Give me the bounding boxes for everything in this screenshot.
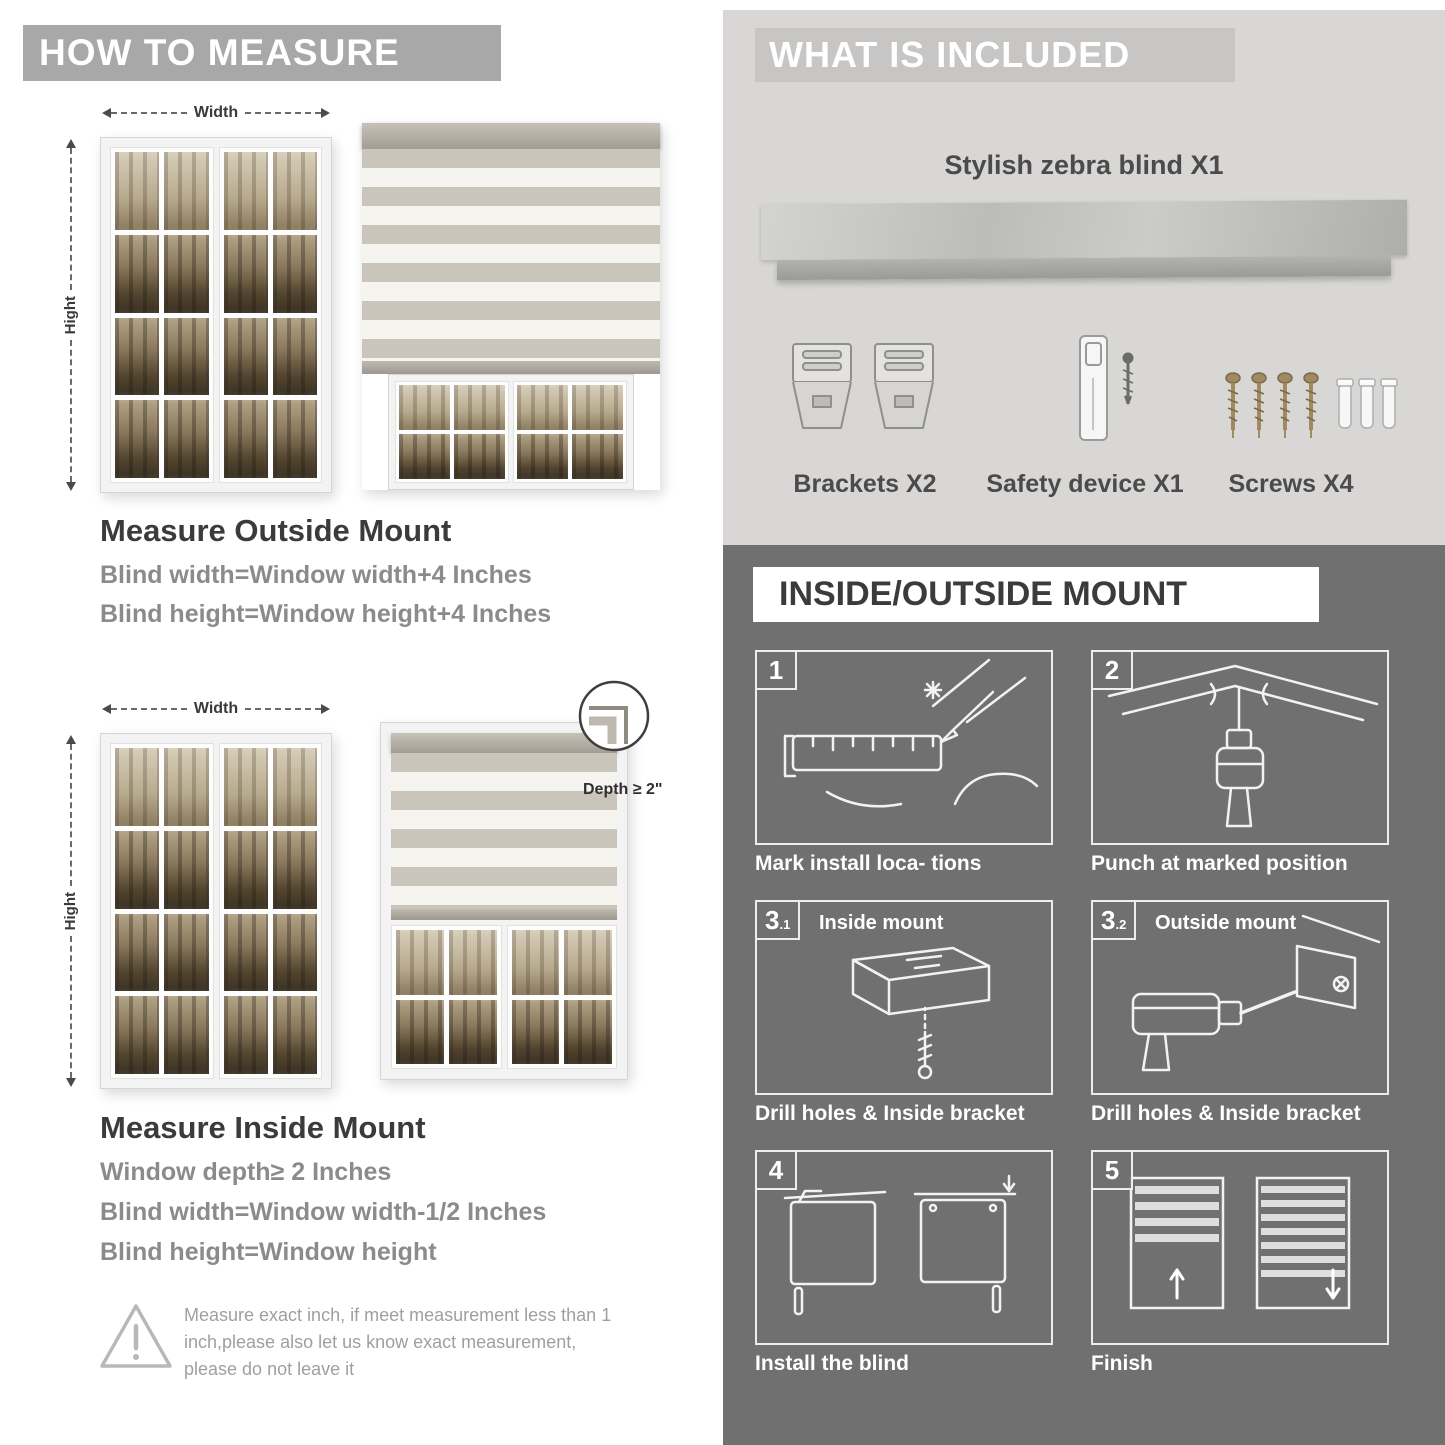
window-photo-inside (100, 733, 332, 1089)
step-5-caption: Finish (1091, 1352, 1153, 1375)
step-2-illustration (1107, 664, 1379, 828)
arrow-left-icon (102, 704, 111, 714)
blind-headrail (362, 123, 660, 149)
width-arrow-inside: Width (102, 700, 330, 718)
zebra-blind-outside-photo (362, 123, 660, 490)
screws-label: Screws X4 (1228, 470, 1354, 498)
how-to-measure-banner: HOW TO MEASURE (23, 25, 501, 81)
step-panel-4: 4 (755, 1150, 1053, 1345)
brackets-icon (787, 338, 939, 456)
warning-icon (96, 1298, 176, 1374)
mount-banner: INSIDE/OUTSIDE MOUNT (753, 567, 1319, 622)
window-glass (391, 925, 617, 1069)
step-1-illustration (783, 658, 1039, 808)
step-3-1-caption: Drill holes & Inside bracket (755, 1102, 1025, 1125)
arrow-up-icon (65, 139, 76, 148)
what-is-included-banner: WHAT IS INCLUDED (755, 28, 1235, 82)
step-4-illustration (783, 1174, 1017, 1316)
step-4-caption: Install the blind (755, 1352, 910, 1375)
window-sash (218, 743, 322, 1079)
step-3-2-caption: Drill holes & Inside bracket (1091, 1102, 1361, 1125)
depth-requirement-label: Depth ≥ 2" (583, 781, 663, 798)
window-under-blind (362, 374, 660, 490)
step-number: 3.1 (757, 902, 801, 940)
step-5-illustration (1129, 1176, 1351, 1310)
outside-formula-width: Blind width=Window width+4 Inches (100, 561, 532, 589)
height-label: Hight (62, 891, 79, 931)
zebra-blind-inside-photo (380, 722, 628, 1080)
width-label: Width (193, 104, 239, 121)
step-3-1-title: Inside mount (819, 912, 944, 934)
width-arrow-outside: Width (102, 104, 330, 122)
zebra-blind-product-image (761, 199, 1407, 281)
arrow-down-icon (65, 1078, 76, 1088)
outside-formula-height: Blind height=Window height+4 Inches (100, 600, 552, 628)
step-3-1-illustration (851, 946, 991, 1080)
arrow-right-icon (321, 704, 330, 714)
step-number: 2 (1093, 652, 1133, 690)
height-label: Hight (62, 295, 79, 335)
step-panel-2: 2 (1091, 650, 1389, 845)
inside-formula-depth: Window depth≥ 2 Inches (100, 1158, 392, 1186)
mount-instructions-section: INSIDE/OUTSIDE MOUNT 1 Mark insta (723, 545, 1445, 1445)
step-number: 5 (1093, 1152, 1133, 1190)
arrow-left-icon (102, 108, 111, 118)
arrow-up-icon (65, 735, 76, 744)
height-arrow-outside: Hight (62, 139, 79, 492)
safety-device-label: Safety device X1 (986, 470, 1184, 498)
step-number: 4 (757, 1152, 797, 1190)
width-label: Width (193, 700, 239, 717)
window-sash (110, 147, 214, 483)
inside-mount-title: Measure Inside Mount (100, 1110, 426, 1145)
window-photo-outside (100, 137, 332, 493)
outside-mount-title: Measure Outside Mount (100, 513, 452, 548)
step-1-caption: Mark install loca- tions (755, 852, 982, 875)
step-panel-5: 5 (1091, 1150, 1389, 1345)
step-2-caption: Punch at marked position (1091, 852, 1348, 875)
inside-formula-height: Blind height=Window height (100, 1238, 437, 1266)
step-number: 3.2 (1093, 902, 1137, 940)
what-is-included-section: WHAT IS INCLUDED Stylish zebra blind X1 (723, 10, 1445, 545)
safety-device-icon (1058, 332, 1158, 462)
mount-title: INSIDE/OUTSIDE MOUNT (779, 575, 1188, 613)
height-arrow-inside: Hight (62, 735, 79, 1088)
measure-warning-text: Measure exact inch, if meet measurement … (184, 1305, 612, 1379)
arrow-right-icon (321, 108, 330, 118)
what-is-included-title: WHAT IS INCLUDED (769, 34, 1131, 75)
inside-formula-width: Blind width=Window width-1/2 Inches (100, 1198, 547, 1226)
window-sash (110, 743, 214, 1079)
window-sash (218, 147, 322, 483)
blind-bottomrail (362, 361, 660, 374)
step-3-2-title: Outside mount (1155, 912, 1297, 934)
blind-headrail (391, 733, 617, 753)
step-3-2-illustration (1131, 914, 1381, 1072)
blind-stripes (362, 149, 660, 361)
step-panel-1: 1 (755, 650, 1053, 845)
step-panel-3-1: 3.1 Inside mount (755, 900, 1053, 1095)
how-to-measure-title: HOW TO MEASURE (39, 32, 400, 73)
step-number: 1 (757, 652, 797, 690)
depth-callout-icon (576, 678, 652, 754)
product-label: Stylish zebra blind X1 (944, 150, 1224, 180)
brackets-label: Brackets X2 (793, 470, 937, 498)
step-panel-3-2: 3.2 Outside mount (1091, 900, 1389, 1095)
blind-stripes (391, 753, 617, 909)
arrow-down-icon (65, 482, 76, 492)
blind-bottomrail (391, 909, 617, 920)
screws-icon (1221, 368, 1401, 460)
